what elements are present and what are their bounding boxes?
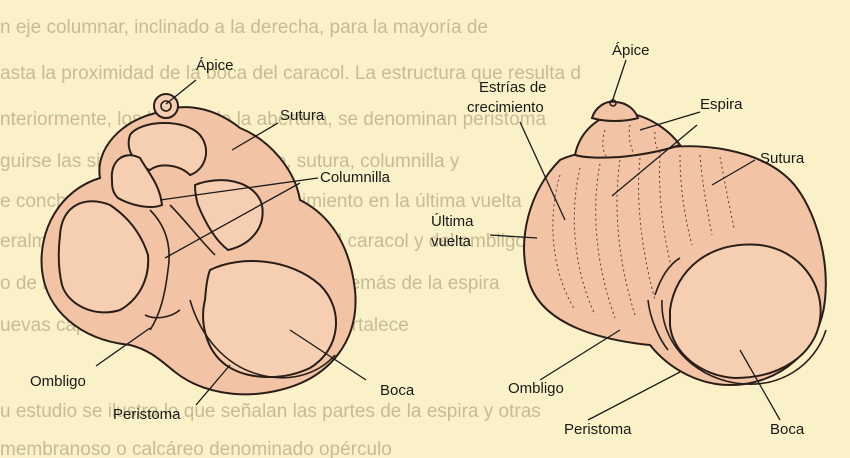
label-right-peristoma: Peristoma (564, 421, 632, 438)
label-right-espira: Espira (700, 96, 743, 113)
label-left-boca: Boca (380, 382, 415, 399)
label-left-apice: Ápice (196, 57, 234, 74)
label-left-peristoma: Peristoma (113, 406, 181, 423)
label-right-estrias-line1: Estrías de (479, 79, 547, 96)
label-right-estrias: Estrías de crecimiento (467, 79, 551, 116)
label-left-columnilla: Columnilla (320, 169, 391, 186)
label-right-boca: Boca (770, 421, 805, 438)
left-shell-section (42, 94, 356, 394)
label-right-ultima-line1: Última (431, 213, 474, 230)
label-right-ombligo: Ombligo (508, 380, 564, 397)
label-left-ombligo: Ombligo (30, 373, 86, 390)
label-left-sutura: Sutura (280, 107, 325, 124)
label-right-apice: Ápice (612, 42, 650, 59)
label-right-sutura: Sutura (760, 150, 805, 167)
label-right-ultima-vuelta: Última vuelta (431, 213, 478, 250)
label-right-estrias-line2: crecimiento (467, 99, 544, 116)
label-right-ultima-line2: vuelta (431, 233, 472, 250)
right-aperture (670, 244, 821, 378)
